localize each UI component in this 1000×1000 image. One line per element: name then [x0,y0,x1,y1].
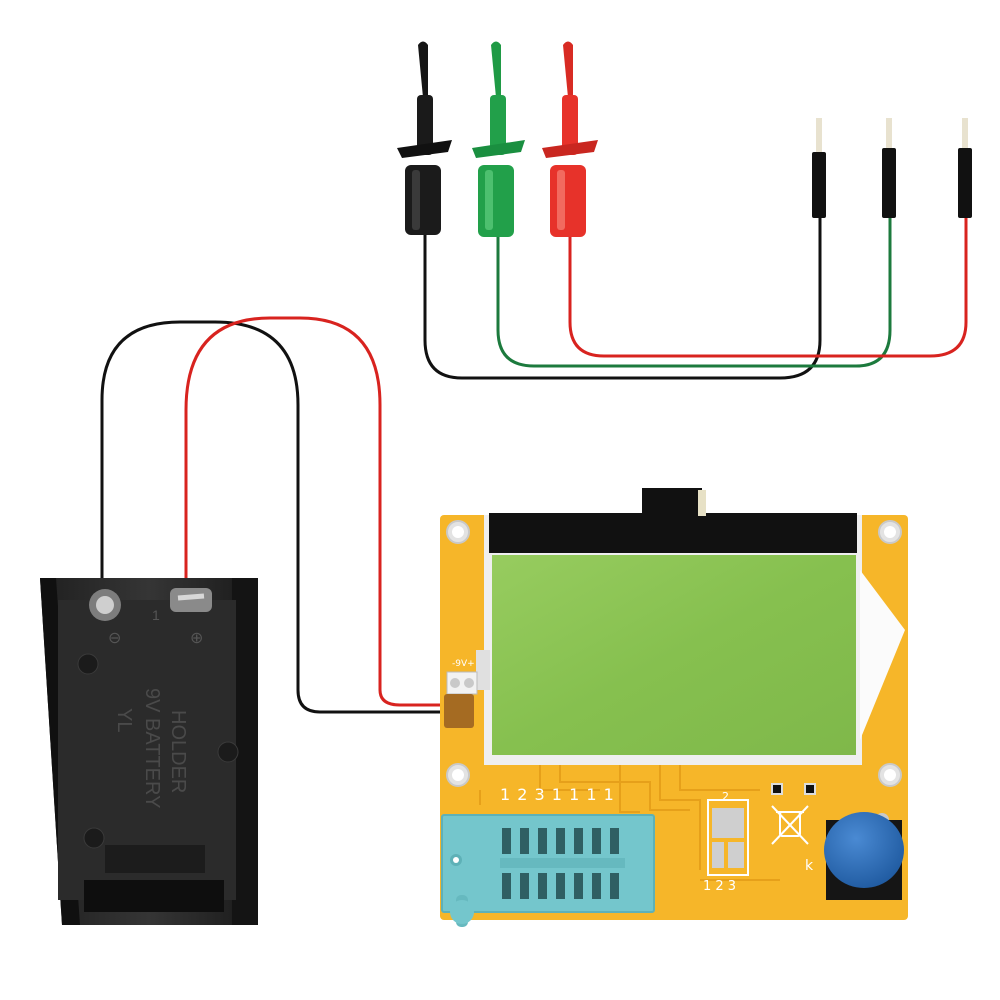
black-probe-clip [397,41,452,235]
jumper-pads: 2 1 2 3 [703,790,749,894]
green-dupont-pin [886,118,892,154]
holder-screw-hole [77,653,99,675]
battery-red-wire [184,316,440,707]
probe-wires [423,215,968,380]
holder-screw-hole [217,741,239,763]
zif-test-socket [441,814,655,927]
black-dupont-pin [816,118,822,154]
power-label: -9V+ [452,659,475,669]
battery-wires [100,316,440,714]
red-probe-wire [568,215,968,358]
lcd-screen [492,555,856,755]
power-connector: -9V+ [444,659,478,728]
weee-recycle-icon [771,805,809,845]
lcd-connector-tab [642,488,702,518]
positive-symbol: ⊕ [190,630,203,647]
positive-terminal [170,588,212,612]
jumper-top-label: 2 [722,790,729,803]
terminal-mark: 1 [152,607,160,623]
holder-screw-hole [83,827,105,849]
green-probe-clip [472,41,525,237]
pin-row-label: 1 2 3 1 1 1 1 [500,785,615,804]
battery-holder: ⊖ ⊕ 1 YL 9V BATTERY HOLDER [40,578,258,925]
holder-label-line2: HOLDER [167,710,189,793]
red-dupont-pin [962,118,968,154]
jumper-bottom-label: 1 2 3 [703,879,736,894]
battery-black-wire [100,320,440,714]
button-label: k [805,858,814,874]
green-probe-wire [496,215,892,368]
tester-pcb: -9V+ 1 2 3 1 1 1 1 [440,488,908,927]
brand-mark: YL [113,708,135,732]
dupont-connectors [812,118,972,218]
black-probe-wire [423,215,822,380]
test-button[interactable]: k [805,812,904,900]
red-probe-clip [542,41,598,237]
negative-symbol: ⊖ [108,630,121,647]
negative-terminal [89,589,121,621]
holder-label-line1: 9V BATTERY [141,688,163,808]
